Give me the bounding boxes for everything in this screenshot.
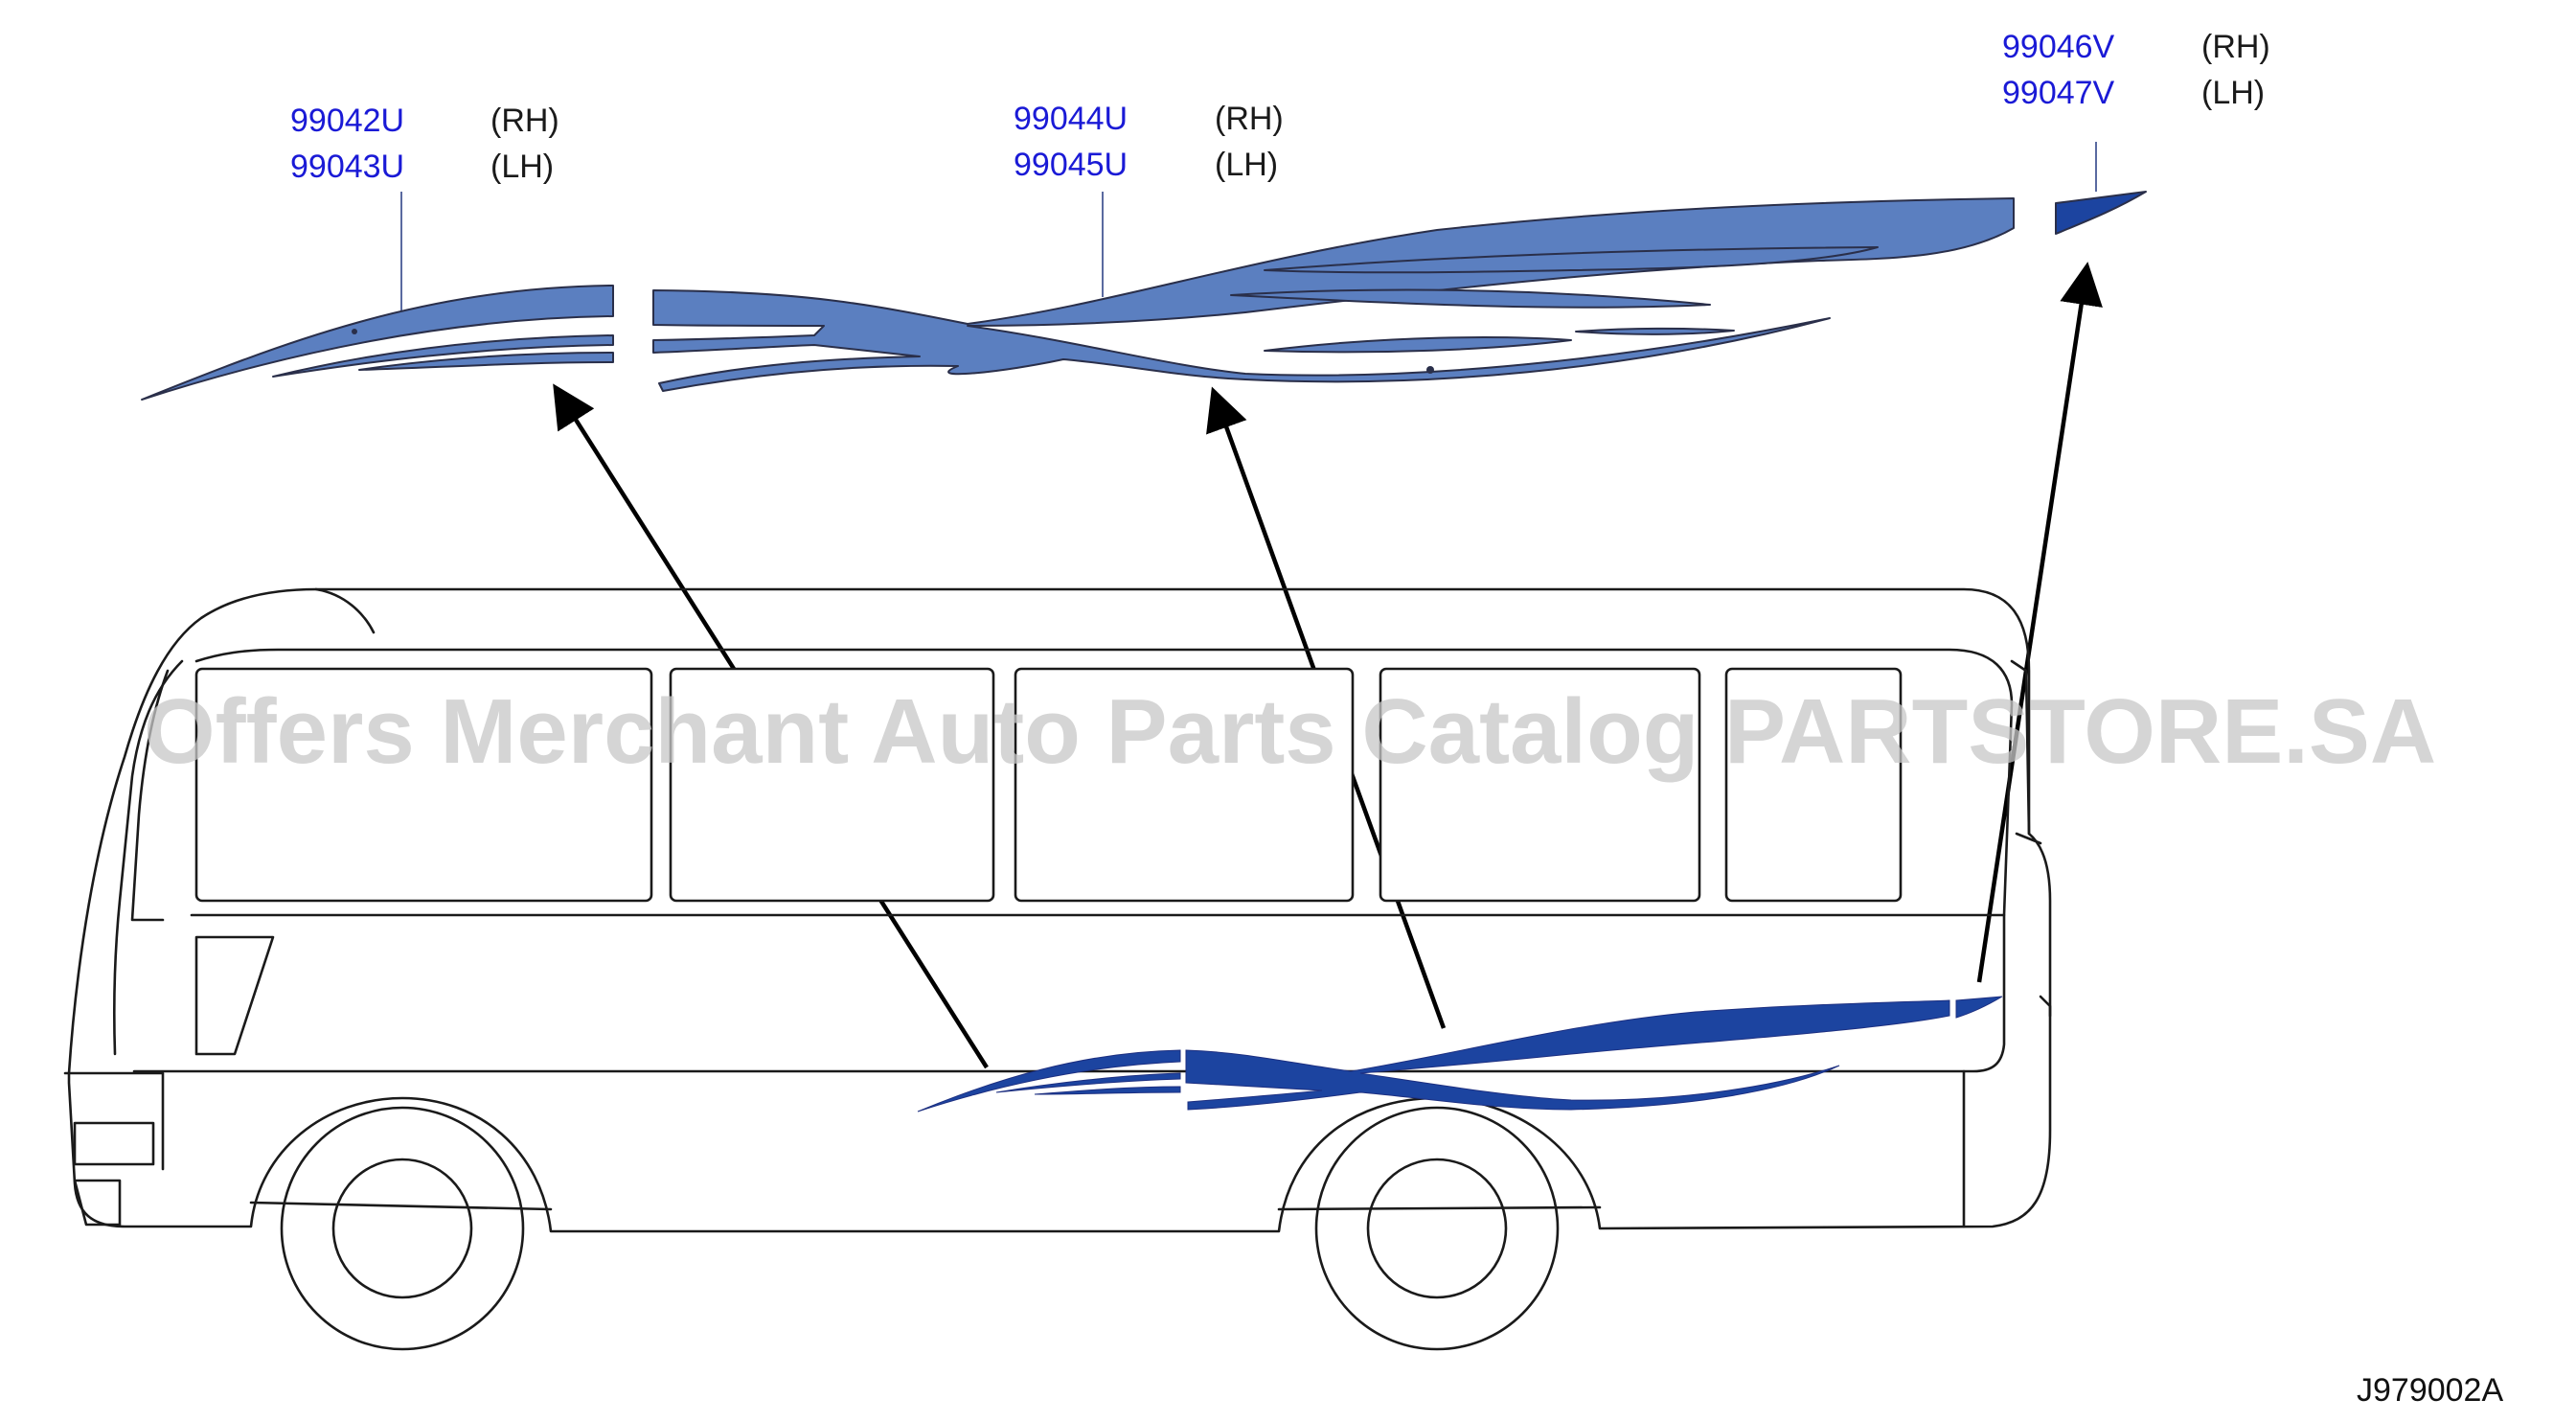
decal-rear-enlarged[interactable] bbox=[2055, 191, 2147, 235]
bus-window-2 bbox=[669, 667, 995, 903]
part-side-front-rh: (RH) bbox=[490, 103, 559, 139]
decal-middle-enlarged[interactable] bbox=[652, 197, 2015, 392]
part-side-middle-lh: (LH) bbox=[1215, 147, 1278, 183]
bus-front-pillar bbox=[112, 659, 184, 1056]
bus-side-view bbox=[63, 587, 2052, 1351]
part-code-middle-rh[interactable]: 99044U bbox=[1014, 101, 1128, 137]
watermark-text: Offers Merchant Auto Parts Catalog PARTS… bbox=[144, 680, 2436, 783]
bus-rear-wheel bbox=[1314, 1106, 1560, 1351]
bus-front-hub bbox=[331, 1158, 473, 1299]
part-label-middle-rh[interactable]: 99044U (RH) bbox=[1014, 101, 1284, 137]
bus-window-1 bbox=[194, 667, 653, 903]
bus-front-bumper bbox=[63, 1071, 165, 1171]
part-code-rear-rh[interactable]: 99046V bbox=[2002, 29, 2115, 65]
part-side-rear-lh: (LH) bbox=[2201, 75, 2265, 111]
bus-belt-line bbox=[132, 913, 2006, 1073]
part-code-front-lh[interactable]: 99043U bbox=[290, 149, 404, 185]
part-label-front-rh[interactable]: 99042U (RH) bbox=[290, 103, 559, 139]
bus-window-5 bbox=[1724, 667, 1903, 903]
decal-front-enlarged[interactable] bbox=[141, 285, 614, 401]
part-code-front-rh[interactable]: 99042U bbox=[290, 103, 404, 139]
bus-front-window bbox=[130, 669, 170, 922]
arrow-rear bbox=[1976, 262, 2103, 983]
bus-headlight bbox=[73, 1121, 155, 1166]
part-label-front-lh[interactable]: 99043U (LH) bbox=[290, 149, 554, 185]
diagram-reference-code: J979002A bbox=[2357, 1372, 2503, 1409]
bus-window-3 bbox=[1014, 667, 1355, 903]
part-side-front-lh: (LH) bbox=[490, 149, 554, 185]
bus-side-vent bbox=[194, 935, 275, 1056]
bus-rear-handle bbox=[2039, 995, 2052, 1018]
part-code-middle-lh[interactable]: 99045U bbox=[1014, 147, 1128, 183]
part-side-middle-rh: (RH) bbox=[1215, 101, 1284, 137]
part-code-rear-lh[interactable]: 99047V bbox=[2002, 75, 2115, 111]
bus-body-outline bbox=[67, 587, 2052, 1233]
part-label-rear-rh[interactable]: 99046V (RH) bbox=[2002, 29, 2270, 65]
part-label-rear-lh[interactable]: 99047V (LH) bbox=[2002, 75, 2265, 111]
bus-fog-light bbox=[73, 1179, 122, 1227]
bus-window-4 bbox=[1379, 667, 1701, 903]
bus-window-band bbox=[190, 648, 2014, 917]
bus-front-wheel bbox=[280, 1106, 525, 1351]
bus-rear-hub bbox=[1366, 1158, 1508, 1299]
part-side-rear-rh: (RH) bbox=[2201, 29, 2270, 65]
bus-roof-line bbox=[314, 587, 376, 634]
part-label-middle-lh[interactable]: 99045U (LH) bbox=[1014, 147, 1278, 183]
decal-on-bus bbox=[917, 996, 2003, 1112]
bus-lower-skirt bbox=[249, 1201, 1602, 1211]
bus-rear-panel bbox=[1962, 659, 2042, 1228]
